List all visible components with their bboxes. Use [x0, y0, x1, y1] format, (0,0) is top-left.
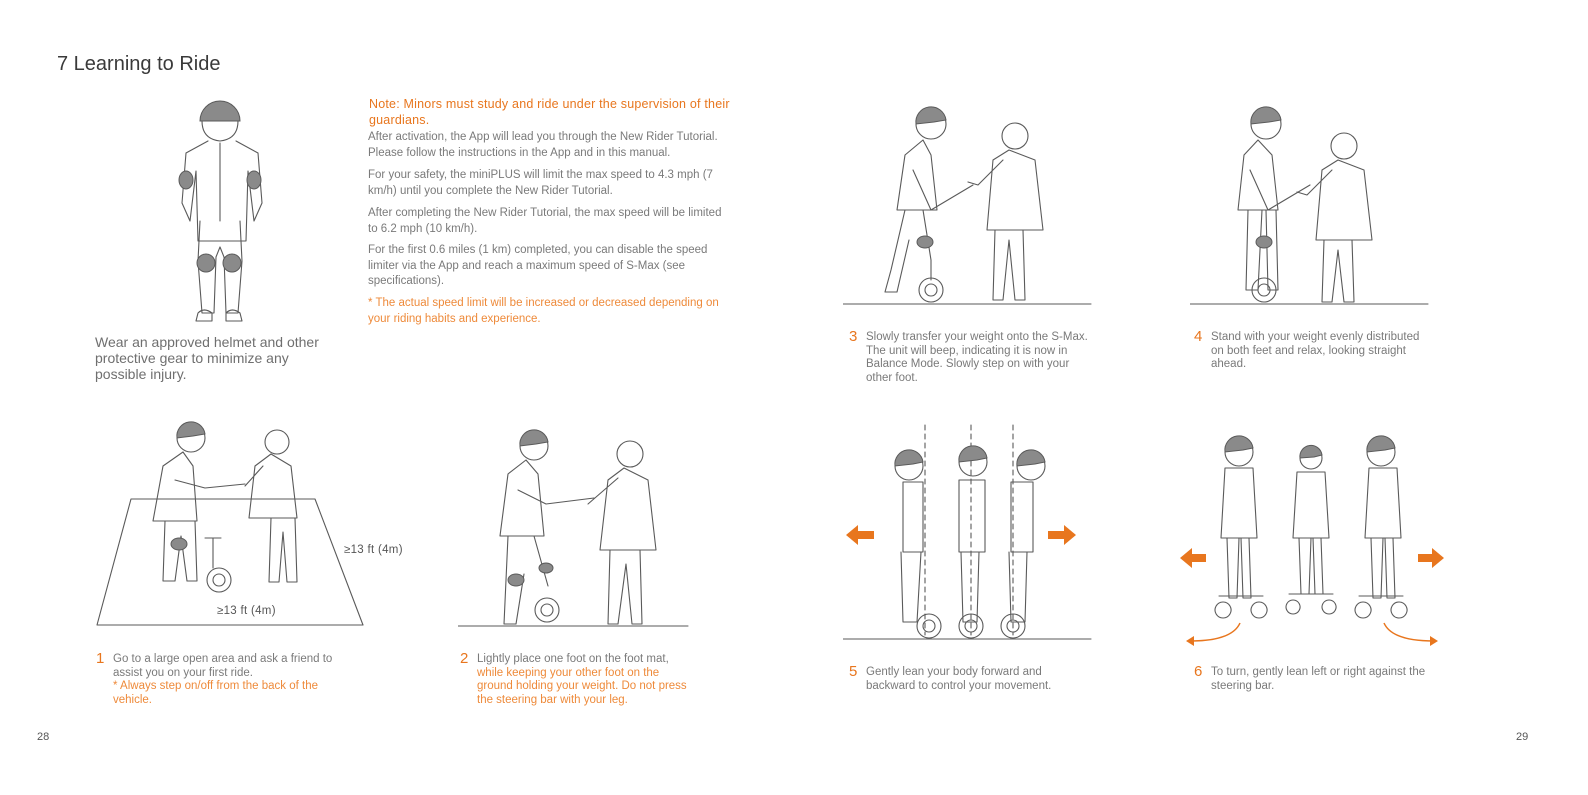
step3-illustration — [843, 106, 1092, 305]
turn-arrow-left-icon — [1180, 548, 1241, 646]
intro-paragraph-4: For the first 0.6 miles (1 km) completed… — [368, 244, 708, 287]
page-number-left: 28 — [37, 731, 50, 743]
step-number: 2 — [460, 650, 469, 667]
step-text: Stand with your weight evenly distribute… — [1211, 331, 1420, 370]
step1-illustration — [96, 421, 364, 626]
intro-paragraph-1: After activation, the App will lead you … — [368, 131, 718, 159]
step-number: 1 — [96, 650, 105, 667]
step-number: 4 — [1194, 328, 1203, 345]
step-text: Slowly transfer your weight onto the S-M… — [866, 331, 1088, 384]
step-number: 5 — [849, 663, 858, 680]
step-warning: while keeping your other foot on the gro… — [477, 666, 687, 706]
step-warning: * Always step on/off from the back of th… — [113, 680, 318, 706]
step-text: Lightly place one foot on the foot mat, — [477, 653, 669, 665]
step-text: To turn, gently lean left or right again… — [1211, 666, 1426, 692]
arrow-right-icon — [1048, 525, 1076, 545]
arrow-left-icon — [846, 525, 874, 545]
step4-illustration — [1190, 106, 1429, 305]
page-number-right: 29 — [1516, 731, 1529, 743]
step-text: Gently lean your body forward and backwa… — [866, 666, 1052, 692]
step5-illustration — [843, 424, 1092, 640]
protective-gear-illustration — [178, 100, 263, 322]
intro-paragraph-2: For your safety, the miniPLUS will limit… — [368, 169, 713, 197]
page-title: 7 Learning to Ride — [57, 53, 221, 75]
step2-illustration — [458, 429, 689, 627]
step-number: 6 — [1194, 663, 1203, 680]
step-3: 3 Slowly transfer your weight onto the S… — [849, 328, 1089, 391]
step-number: 3 — [849, 328, 858, 345]
step-4: 4 Stand with your weight evenly distribu… — [1194, 328, 1434, 381]
area-side-dimension: ≥13 ft (4m) — [344, 544, 403, 556]
step-1: 1 Go to a large open area and ask a frie… — [96, 650, 346, 713]
speed-limit-footnote: * The actual speed limit will be increas… — [368, 297, 719, 325]
intro-paragraph-3: After completing the New Rider Tutorial,… — [368, 207, 722, 235]
gear-caption: Wear an approved helmet and other protec… — [95, 334, 319, 382]
step-6: 6 To turn, gently lean left or right aga… — [1194, 663, 1434, 706]
step6-illustration — [1214, 435, 1408, 619]
area-bottom-dimension: ≥13 ft (4m) — [217, 605, 276, 617]
turn-arrow-right-icon — [1383, 548, 1444, 646]
step-2: 2 Lightly place one foot on the foot mat… — [460, 650, 700, 713]
minor-supervision-note: Note: Minors must study and ride under t… — [369, 97, 730, 127]
step-5: 5 Gently lean your body forward and back… — [849, 663, 1089, 706]
step-text: Go to a large open area and ask a friend… — [113, 653, 333, 679]
